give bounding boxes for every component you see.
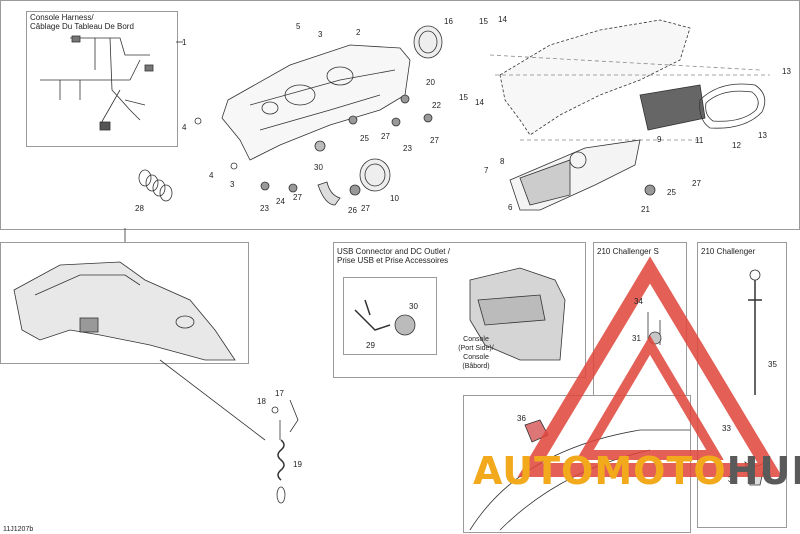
- watermark-text-right: HUB: [726, 449, 800, 493]
- callout-4: 4: [182, 123, 187, 132]
- callout-3b: 3: [230, 180, 235, 189]
- callout-27a: 27: [381, 132, 390, 141]
- callout-17: 17: [275, 389, 284, 398]
- callout-31: 31: [632, 334, 641, 343]
- callout-27b: 27: [430, 136, 439, 145]
- callout-12: 12: [732, 141, 741, 150]
- callout-33: 33: [722, 424, 731, 433]
- watermark-text-left: AUTOMOTO: [473, 449, 727, 493]
- callout-23b: 23: [260, 204, 269, 213]
- callout-23: 23: [403, 144, 412, 153]
- callout-11: 11: [695, 136, 704, 145]
- callout-2: 2: [356, 28, 361, 37]
- callout-36: 36: [517, 414, 526, 423]
- callout-9: 9: [657, 135, 662, 144]
- callout-24: 24: [276, 197, 285, 206]
- callout-30: 30: [314, 163, 323, 172]
- callout-13: 13: [782, 67, 791, 76]
- callout-20: 20: [426, 78, 435, 87]
- callout-25b: 25: [667, 188, 676, 197]
- callout-8: 8: [500, 157, 505, 166]
- callout-3: 3: [318, 30, 323, 39]
- callout-6: 6: [508, 203, 513, 212]
- callout-10: 10: [390, 194, 399, 203]
- callout-15b: 15: [459, 93, 468, 102]
- callout-22: 22: [432, 101, 441, 110]
- callout-18: 18: [257, 397, 266, 406]
- callout-16: 16: [444, 17, 453, 26]
- challenger-s-title: 210 Challenger S: [597, 247, 659, 256]
- callout-28: 28: [135, 204, 144, 213]
- callout-27c: 27: [293, 193, 302, 202]
- harness-title: Console Harness/ Câblage Du Tableau De B…: [30, 13, 134, 31]
- callout-34: 34: [634, 297, 643, 306]
- callout-7: 7: [484, 166, 489, 175]
- figure-id: 11J1207b: [3, 526, 34, 533]
- usb-title: USB Connector and DC Outlet / Prise USB …: [337, 247, 450, 265]
- usb-inset: [343, 277, 437, 355]
- callout-30b: 30: [409, 302, 418, 311]
- callout-29: 29: [366, 341, 375, 350]
- callout-27e: 27: [692, 179, 701, 188]
- callout-35: 35: [768, 360, 777, 369]
- callout-5: 5: [296, 22, 301, 31]
- callout-32: 32: [728, 475, 737, 484]
- callout-19: 19: [293, 460, 302, 469]
- watermark-logo: AUTOMOTOHUB: [473, 449, 800, 493]
- callout-21: 21: [641, 205, 650, 214]
- callout-14b: 14: [475, 98, 484, 107]
- callout-14: 14: [498, 15, 507, 24]
- callout-26: 26: [348, 206, 357, 215]
- callout-13b: 13: [758, 131, 767, 140]
- callout-15: 15: [479, 17, 488, 26]
- callout-27d: 27: [361, 204, 370, 213]
- console-label: Console (Port Side)/ Console (Bâbord): [458, 336, 494, 370]
- callout-4b: 4: [209, 171, 214, 180]
- callout-25: 25: [360, 134, 369, 143]
- challenger-title: 210 Challenger: [701, 247, 756, 256]
- callout-1: 1: [182, 38, 187, 47]
